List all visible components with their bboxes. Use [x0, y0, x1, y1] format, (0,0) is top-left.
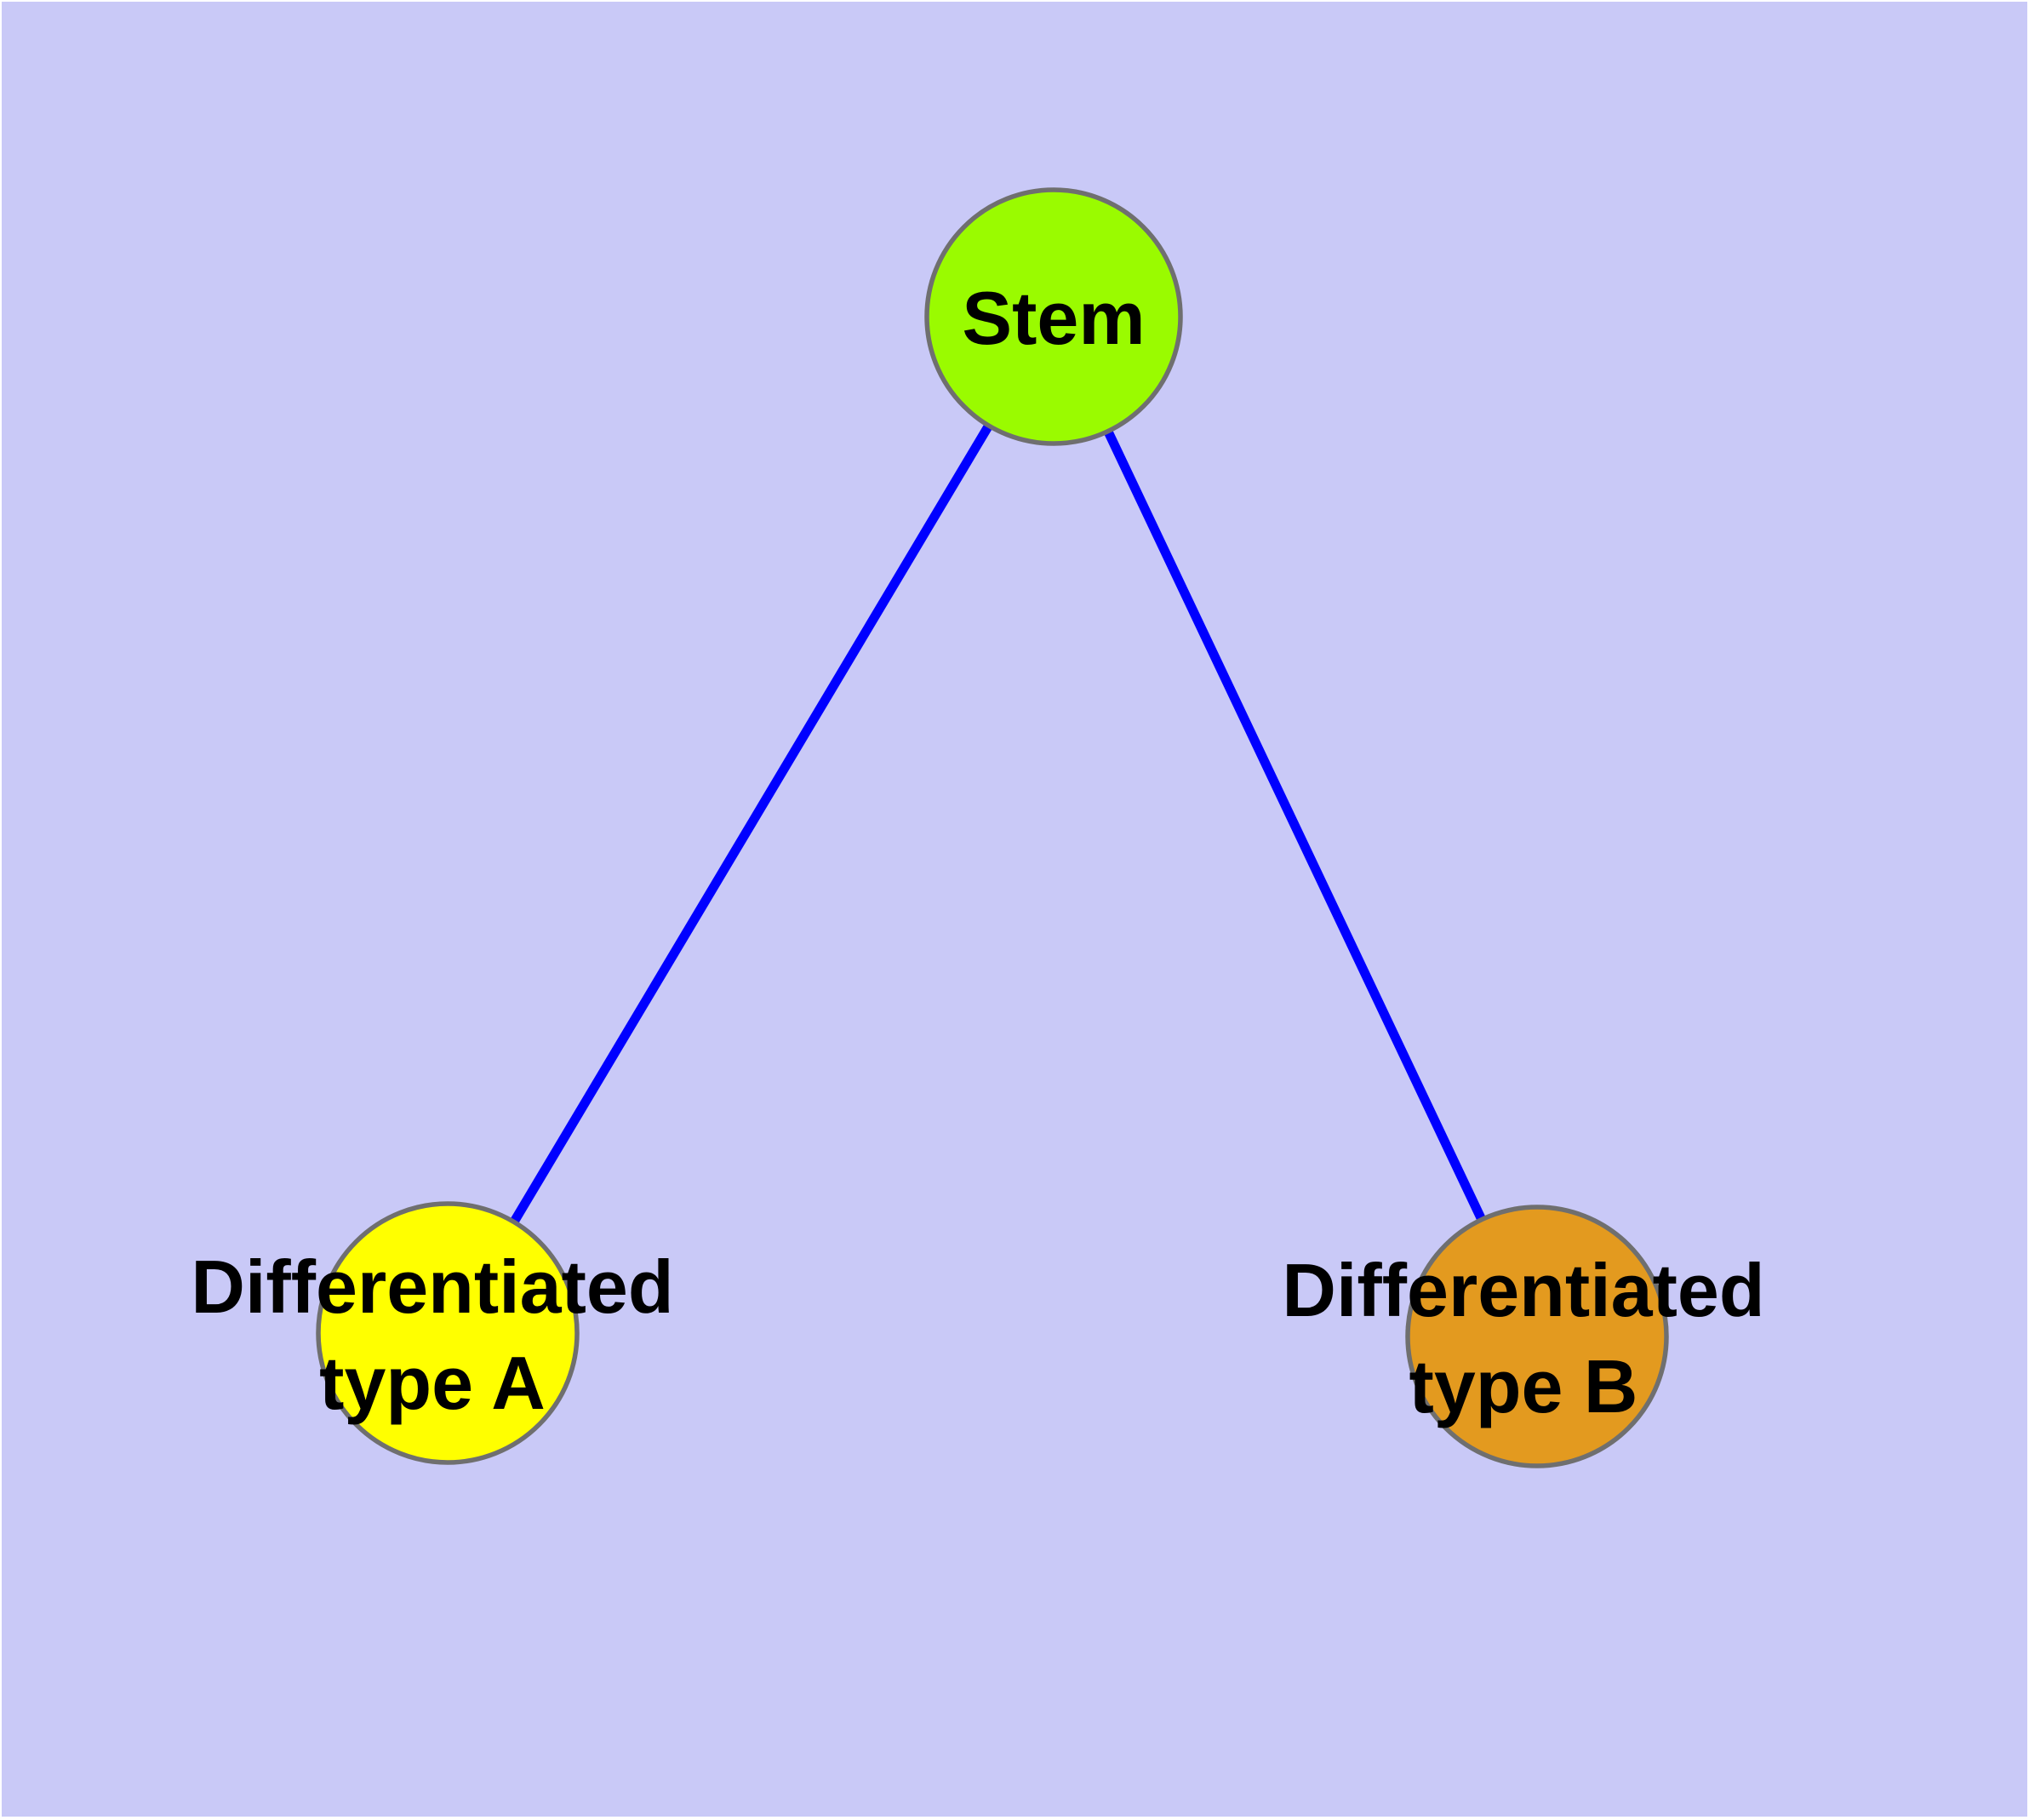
edge-stem-to-differentiated-type-b: [1049, 314, 1541, 1339]
nodes-layer: [316, 187, 1669, 1468]
node-differentiated-type-a: [316, 1201, 580, 1465]
edge-stem-to-differentiated-type-a: [443, 314, 1058, 1336]
node-label-stem-line-1: Stem: [962, 276, 1145, 360]
node-label-differentiated-type-a-line-1: Differentiated: [191, 1245, 673, 1329]
node-label-differentiated-type-b-line-2: type B: [1409, 1344, 1638, 1428]
node-label-differentiated-type-b-line-1: Differentiated: [1282, 1248, 1764, 1332]
edges-layer: [443, 314, 1541, 1339]
node-label-differentiated-type-a-line-2: type A: [319, 1341, 546, 1425]
node-stem: [924, 187, 1183, 446]
node-differentiated-type-b: [1405, 1205, 1669, 1468]
